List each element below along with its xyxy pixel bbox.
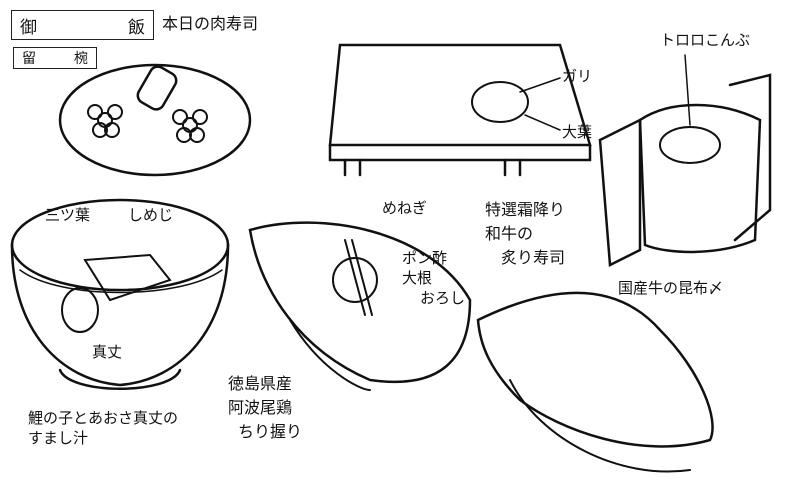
gohan-title: 本日の肉寿司 (162, 14, 259, 33)
chicken-line-1: 徳島県産 (228, 374, 293, 393)
wagyu-line-1: 特選霜降り (485, 200, 566, 219)
soup-bowl (10, 198, 230, 390)
label-mitsuba: 三ツ葉 (45, 206, 91, 224)
tomewan-section-box: 留 椀 (13, 47, 97, 69)
label-kombu: 国産牛の昆布〆 (618, 279, 724, 297)
label-shimeji: しめじ (128, 206, 174, 224)
chicken-sushi (248, 221, 472, 391)
tomewan-char-1: 留 (22, 51, 36, 67)
serving-board (328, 43, 592, 177)
bowl-lid (58, 63, 252, 177)
gohan-char-1: 御 (20, 17, 37, 38)
label-chicken: 徳島県産 阿波尾鶏 ちり握り (228, 372, 302, 444)
label-shinjo: 真丈 (92, 343, 123, 361)
label-ooba: 大葉 (562, 123, 593, 141)
ponzu-line-1: ポン酢 (402, 249, 448, 267)
wagyu-sushi (476, 291, 714, 473)
soup-line-2: すまし汁 (28, 429, 89, 447)
label-wagyu: 特選霜降り 和牛の 炙り寿司 (485, 198, 565, 270)
chicken-line-3: ちり握り (238, 422, 303, 441)
gohan-section-box: 御 飯 (11, 10, 154, 40)
wagyu-line-3: 炙り寿司 (501, 248, 566, 267)
label-menegi: めねぎ (382, 199, 428, 217)
kombu-sushi (598, 54, 772, 267)
ponzu-line-3: おろし (420, 289, 466, 307)
soup-line-1: 鯉の子とあおさ真丈の (28, 409, 179, 427)
tomewan-char-2: 椀 (74, 51, 88, 67)
wagyu-line-2: 和牛の (485, 224, 534, 243)
gohan-char-2: 飯 (128, 17, 145, 38)
label-soup: 鯉の子とあおさ真丈の すまし汁 (28, 408, 178, 448)
ponzu-line-2: 大根 (402, 269, 433, 287)
label-ponzu: ポン酢 大根 おろし (402, 248, 465, 308)
chicken-line-2: 阿波尾鶏 (228, 398, 293, 417)
label-gari: ガリ (562, 67, 593, 85)
label-tororo: トロロこんぶ (660, 31, 751, 49)
